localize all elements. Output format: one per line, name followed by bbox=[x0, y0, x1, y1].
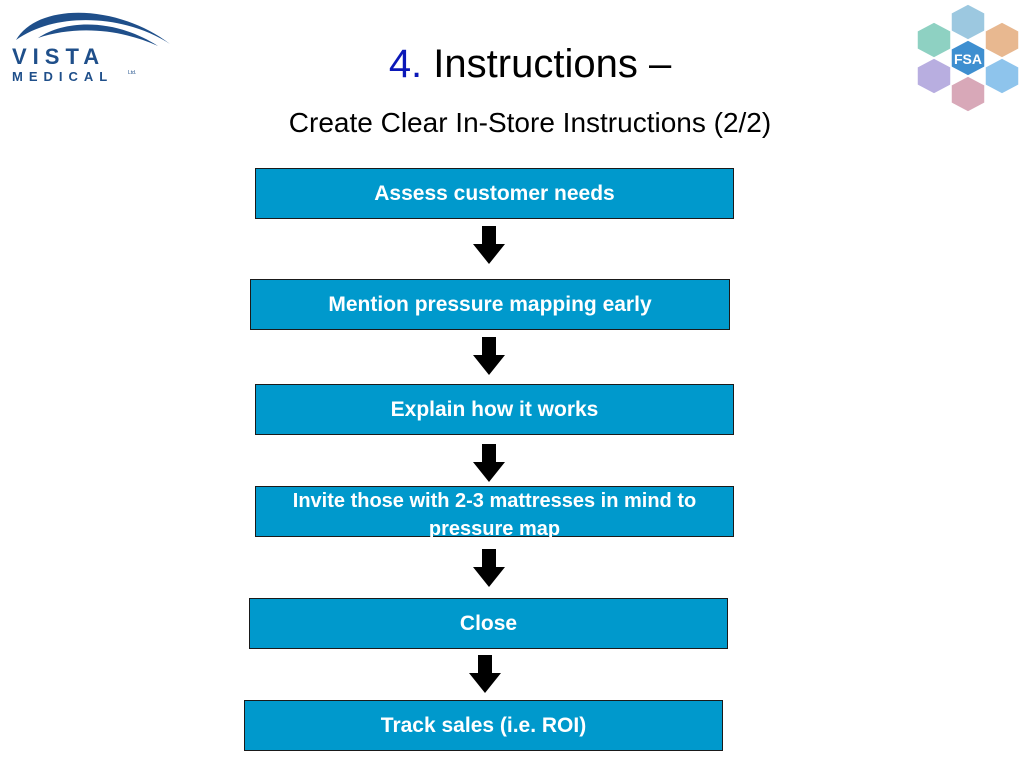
down-arrow-icon bbox=[473, 444, 505, 482]
flow-step-invite: Invite those with 2-3 mattresses in mind… bbox=[255, 486, 734, 540]
hex-bottom bbox=[950, 75, 986, 113]
page-title: 4. Instructions – bbox=[0, 40, 1024, 88]
down-arrow-icon bbox=[473, 337, 505, 375]
page-subtitle: Create Clear In-Store Instructions (2/2) bbox=[288, 107, 772, 138]
hex-lower-left bbox=[916, 57, 952, 95]
logo-line1: VISTA bbox=[12, 44, 105, 69]
flow-step-assess: Assess customer needs bbox=[255, 168, 734, 219]
logo-swoosh bbox=[16, 12, 170, 44]
flow-step-track: Track sales (i.e. ROI) bbox=[244, 700, 723, 751]
down-arrow-icon bbox=[473, 226, 505, 264]
hex-top bbox=[950, 3, 986, 41]
logo-suffix: Ltd. bbox=[128, 70, 136, 76]
fsa-hexagon-logo: FSA bbox=[916, 3, 1020, 113]
logo-swoosh-inner bbox=[38, 24, 158, 46]
vista-medical-logo: VISTA MEDICAL Ltd. bbox=[12, 12, 170, 84]
fsa-logo-text: FSA bbox=[954, 51, 982, 67]
logo-line2: MEDICAL bbox=[12, 69, 113, 84]
down-arrow-icon bbox=[473, 549, 505, 587]
title-text: Instructions – bbox=[433, 42, 672, 86]
hex-lower-right bbox=[984, 57, 1020, 95]
title-number: 4. bbox=[388, 42, 423, 86]
flow-step-mention: Mention pressure mapping early bbox=[250, 279, 730, 330]
flow-step-close: Close bbox=[249, 598, 728, 649]
down-arrow-icon bbox=[469, 655, 501, 693]
flow-step-explain: Explain how it works bbox=[255, 384, 734, 435]
